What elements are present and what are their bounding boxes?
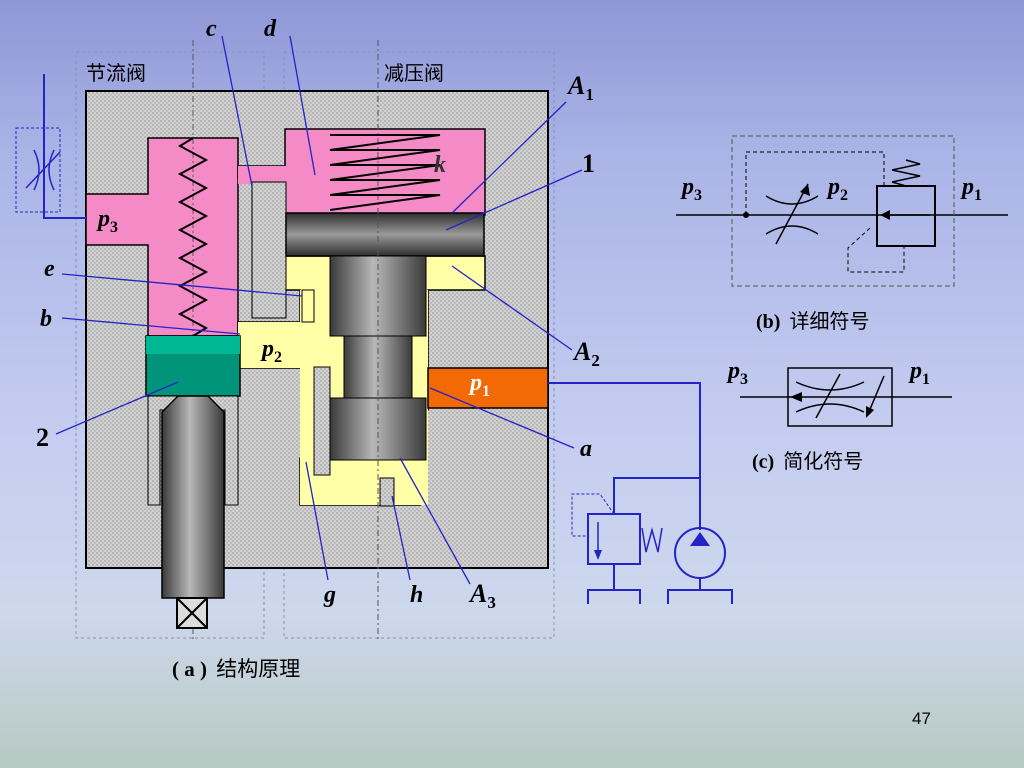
symbol-c-arrow-diag (815, 373, 841, 419)
caption-a: ( a ) 结构原理 (172, 657, 300, 681)
pink-passage (238, 166, 286, 184)
throttle-plug-shade (146, 336, 240, 354)
small-orifice-e (301, 289, 315, 323)
page-number: 47 (912, 709, 931, 728)
symbol-b-inner-head (880, 210, 890, 220)
symbol-c-arc1 (795, 381, 865, 391)
pump-tank (667, 589, 733, 604)
label-p2-body: p2 (260, 336, 282, 366)
symbol-b-spring (891, 159, 921, 187)
orifice-h (379, 477, 395, 507)
symbol-b-arrowhead (800, 184, 810, 196)
relief-branch (613, 477, 700, 514)
label-c: c (206, 16, 217, 42)
label-A2: A2 (572, 337, 600, 370)
symbol-b-p3: p3 (680, 174, 702, 204)
symbol-b-frame (731, 135, 955, 287)
relief-arrow-head (594, 550, 602, 560)
spool-head (285, 212, 485, 257)
inlet-p1-port (427, 367, 549, 409)
label-b: b (40, 306, 52, 332)
inner-land-left (313, 366, 331, 476)
relief-tank (587, 589, 641, 604)
throttle-symbol-small-arc-r (48, 149, 55, 191)
label-A3: A3 (468, 579, 496, 612)
label-1: 1 (582, 149, 595, 178)
throttle-slot (251, 181, 287, 319)
symbol-c-box (787, 367, 893, 427)
throttle-symbol-small-frame (15, 127, 61, 213)
caption-b: (b) 详细符号 (756, 309, 869, 333)
throttle-screw-cavity (147, 395, 239, 506)
relief-spring-icon (641, 527, 663, 553)
label-e: e (44, 256, 55, 282)
throttle-title: 节流阀 (86, 61, 146, 85)
symbol-b-p1: p1 (960, 174, 982, 204)
label-p1-body: p1 (468, 370, 490, 400)
label-g: g (323, 582, 336, 608)
symbol-c-p1: p1 (908, 358, 930, 388)
symbol-c-arc2 (795, 403, 865, 413)
symbol-c-right-arrow (867, 375, 885, 415)
symbol-b-throttle-arrow (775, 183, 809, 245)
relief-pilot (571, 493, 615, 537)
symbol-c-right-head (866, 406, 874, 418)
symbol-c-p3: p3 (726, 358, 748, 388)
caption-c: (c) 简化符号 (752, 449, 863, 473)
screw-knob-x2 (176, 597, 208, 629)
symbol-b-junction (743, 212, 749, 218)
throttle-spring (177, 137, 209, 337)
symbol-c-left-head (790, 392, 802, 402)
leader-lines (55, 35, 583, 585)
symbol-b-throttle-arc2 (765, 225, 819, 235)
reducer-title: 减压阀 (384, 61, 444, 85)
throttle-screw (161, 395, 225, 599)
label-a: a (580, 436, 592, 462)
label-2: 2 (36, 423, 49, 452)
reducer-spring (329, 134, 441, 211)
relief-valve-icon (587, 513, 641, 565)
symbol-b-p2: p2 (826, 174, 848, 204)
label-k: k (434, 152, 446, 178)
label-A1: A1 (566, 71, 594, 104)
throttle-symbol-small-arrow (25, 151, 61, 189)
outlet-p3-line (43, 74, 86, 219)
symbol-b-pilot (745, 151, 885, 215)
pump-arrow-icon (690, 532, 710, 546)
label-h: h (410, 582, 423, 608)
supply-line (548, 382, 701, 530)
label-d: d (264, 16, 277, 42)
symbol-b-throttle-arc1 (765, 195, 819, 205)
label-p3-body: p3 (96, 206, 118, 236)
throttle-symbol-small-arc-l (33, 149, 40, 191)
